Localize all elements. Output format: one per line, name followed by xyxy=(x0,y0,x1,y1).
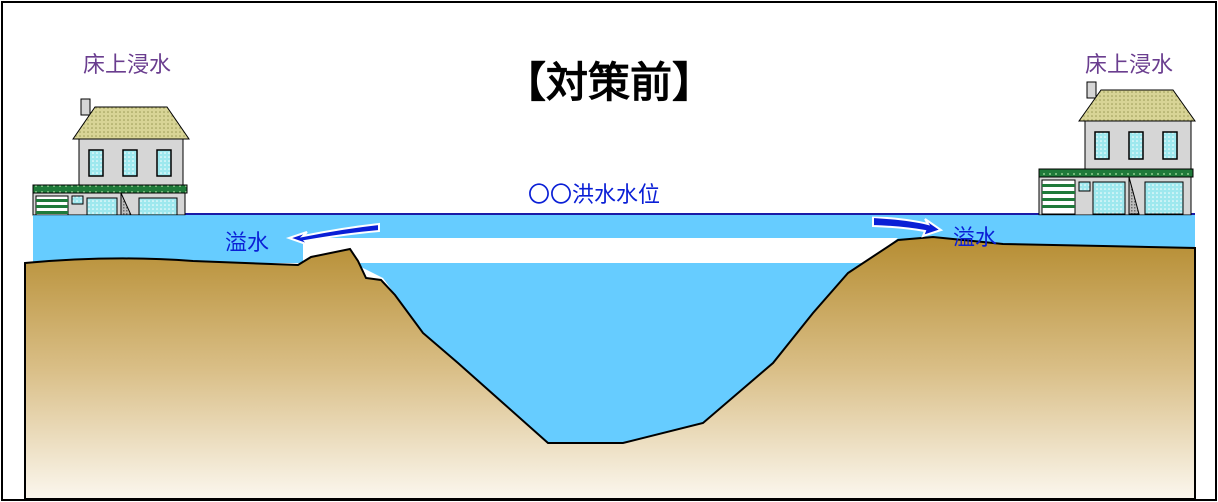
house-left xyxy=(32,98,190,216)
ground xyxy=(24,235,1196,499)
overflow-arrow-right xyxy=(872,215,944,238)
diagram-title: 【対策前】 xyxy=(503,58,714,107)
overflow-arrow-left xyxy=(285,222,380,246)
house-right-flood-label: 床上浸水 xyxy=(1085,53,1174,78)
water-level-label: 〇〇洪水水位 xyxy=(528,183,661,208)
overflow-right-label: 溢水 xyxy=(953,226,998,251)
flood-overlay xyxy=(33,215,1195,217)
river-cross-section xyxy=(24,81,1196,499)
flood-water xyxy=(33,214,1195,443)
house-right xyxy=(1038,81,1196,216)
house-left-flood-label: 床上浸水 xyxy=(83,53,172,78)
overflow-left-label: 溢水 xyxy=(225,231,270,256)
